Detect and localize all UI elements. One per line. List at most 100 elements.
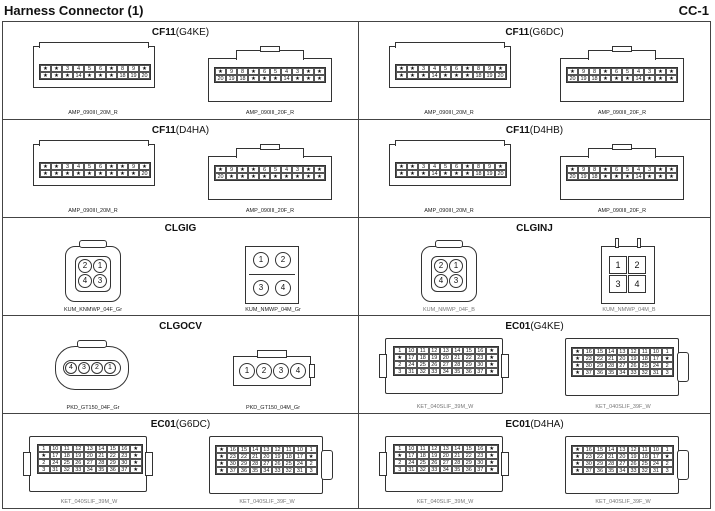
pin-cell: 18 (639, 453, 651, 460)
pin-cell: 6 (611, 166, 622, 173)
pin-cell: ★ (572, 355, 584, 362)
female-pin: 3 (78, 362, 90, 374)
female-connector-latch (77, 340, 107, 348)
pin-cell: 16 (474, 445, 486, 452)
pin-cell: ★ (600, 173, 611, 180)
pin-cell: 34 (616, 467, 628, 474)
pin-cell: ★ (486, 347, 498, 354)
pin-cell: 27 (616, 362, 628, 369)
pin-cell: ★ (292, 75, 303, 82)
pin-cell: 2 (305, 460, 317, 467)
pin-cell: 9 (484, 163, 495, 170)
pin-cell: 3 (661, 369, 673, 376)
pin-cell: 24 (49, 459, 61, 466)
panel-title: CLGOCV (159, 321, 202, 332)
pin-cell: 16 (227, 446, 239, 453)
pin-cell: 19 (226, 75, 237, 82)
male-connector-ear (309, 364, 315, 378)
female-pin: 1 (93, 259, 107, 273)
female-latch (677, 352, 689, 382)
pin-cell: 31 (405, 368, 417, 375)
pin-cell: 3 (292, 68, 303, 75)
pin-cell: ★ (644, 173, 655, 180)
pin-cell: 17 (405, 354, 417, 361)
pin-cell: 10 (405, 445, 417, 452)
pin-cell: ★ (73, 170, 84, 177)
pin-cell: ★ (622, 75, 633, 82)
pin-cell: 36 (107, 466, 119, 473)
pin-cell: 34 (440, 466, 452, 473)
pin-cell: 9 (226, 68, 237, 75)
pin-cell: ★ (106, 170, 117, 177)
connector-caption: AMP_090III_20M_R (424, 110, 474, 116)
pin-cell: 26 (428, 361, 440, 368)
pin-cell: 33 (72, 466, 84, 473)
pin-cell: 28 (605, 460, 617, 467)
pin-cell: ★ (117, 170, 128, 177)
female-pin: 4 (65, 362, 77, 374)
male-pin: 4 (628, 275, 646, 293)
pin-cell: 37 (474, 368, 486, 375)
pin-cell: 20 (84, 452, 96, 459)
female-pin: 2 (434, 259, 448, 273)
connector-caption: AMP_090III_20F_R (597, 110, 647, 116)
female-pin: 2 (91, 362, 103, 374)
pin-cell: 1 (305, 446, 317, 453)
pin-cell: ★ (600, 68, 611, 75)
pin-cell: 3 (661, 467, 673, 474)
pin-cell: ★ (644, 75, 655, 82)
pin-cell: 3 (62, 65, 73, 72)
pin-cell: ★ (130, 452, 142, 459)
pin-cell: ★ (248, 173, 259, 180)
connector-caption: KET_040SLIF_39M_W (416, 499, 474, 505)
pin-cell: 8 (589, 68, 600, 75)
pin-cell: 4 (281, 166, 292, 173)
pin-cell: 32 (417, 466, 429, 473)
pin-cell: 35 (451, 466, 463, 473)
pin-cell: 11 (417, 347, 429, 354)
pin-cell: 29 (107, 459, 119, 466)
pin-cell: ★ (486, 361, 498, 368)
pin-cell: 18 (417, 452, 429, 459)
female-latch-tab (612, 46, 632, 52)
pin-cell: ★ (216, 467, 228, 474)
pin-cell: ★ (600, 75, 611, 82)
pin-cell: 24 (294, 460, 306, 467)
pin-cell: 33 (428, 466, 440, 473)
pin-cell: 19 (578, 173, 589, 180)
pin-cell: 13 (616, 446, 628, 453)
pin-cell: 22 (594, 355, 606, 362)
pin-cell: 27 (260, 460, 272, 467)
pin-cell: 27 (440, 459, 452, 466)
pin-cell: ★ (216, 453, 228, 460)
male-pin: 1 (609, 256, 627, 274)
pin-cell: 3 (305, 467, 317, 474)
pin-cell: 24 (650, 460, 662, 467)
page-header: Harness Connector (1) CC-1 (0, 0, 715, 22)
pin-cell: 21 (95, 452, 107, 459)
pin-cell: ★ (51, 170, 62, 177)
pin-cell: ★ (216, 460, 228, 467)
pin-cell: 33 (627, 467, 640, 474)
pin-cell: 31 (650, 467, 662, 474)
pin-cell: 35 (605, 369, 617, 376)
pin-cell: 5 (440, 163, 451, 170)
pin-cell: ★ (407, 163, 418, 170)
pin-cell: ★ (40, 163, 51, 170)
panel-title: EC01(G4KE) (505, 321, 564, 332)
pin-cell: ★ (572, 362, 584, 369)
pin-cell: ★ (281, 173, 292, 180)
pin-cell: 28 (451, 361, 463, 368)
pin-cell: 6 (451, 163, 462, 170)
pin-cell: 6 (95, 163, 106, 170)
pin-cell: 30 (474, 459, 486, 466)
pin-cell: 31 (650, 369, 662, 376)
pin-cell: ★ (572, 348, 584, 355)
pin-cell: 17 (294, 453, 306, 460)
pin-cell: 2 (661, 460, 673, 467)
pin-cell: 6 (451, 65, 462, 72)
